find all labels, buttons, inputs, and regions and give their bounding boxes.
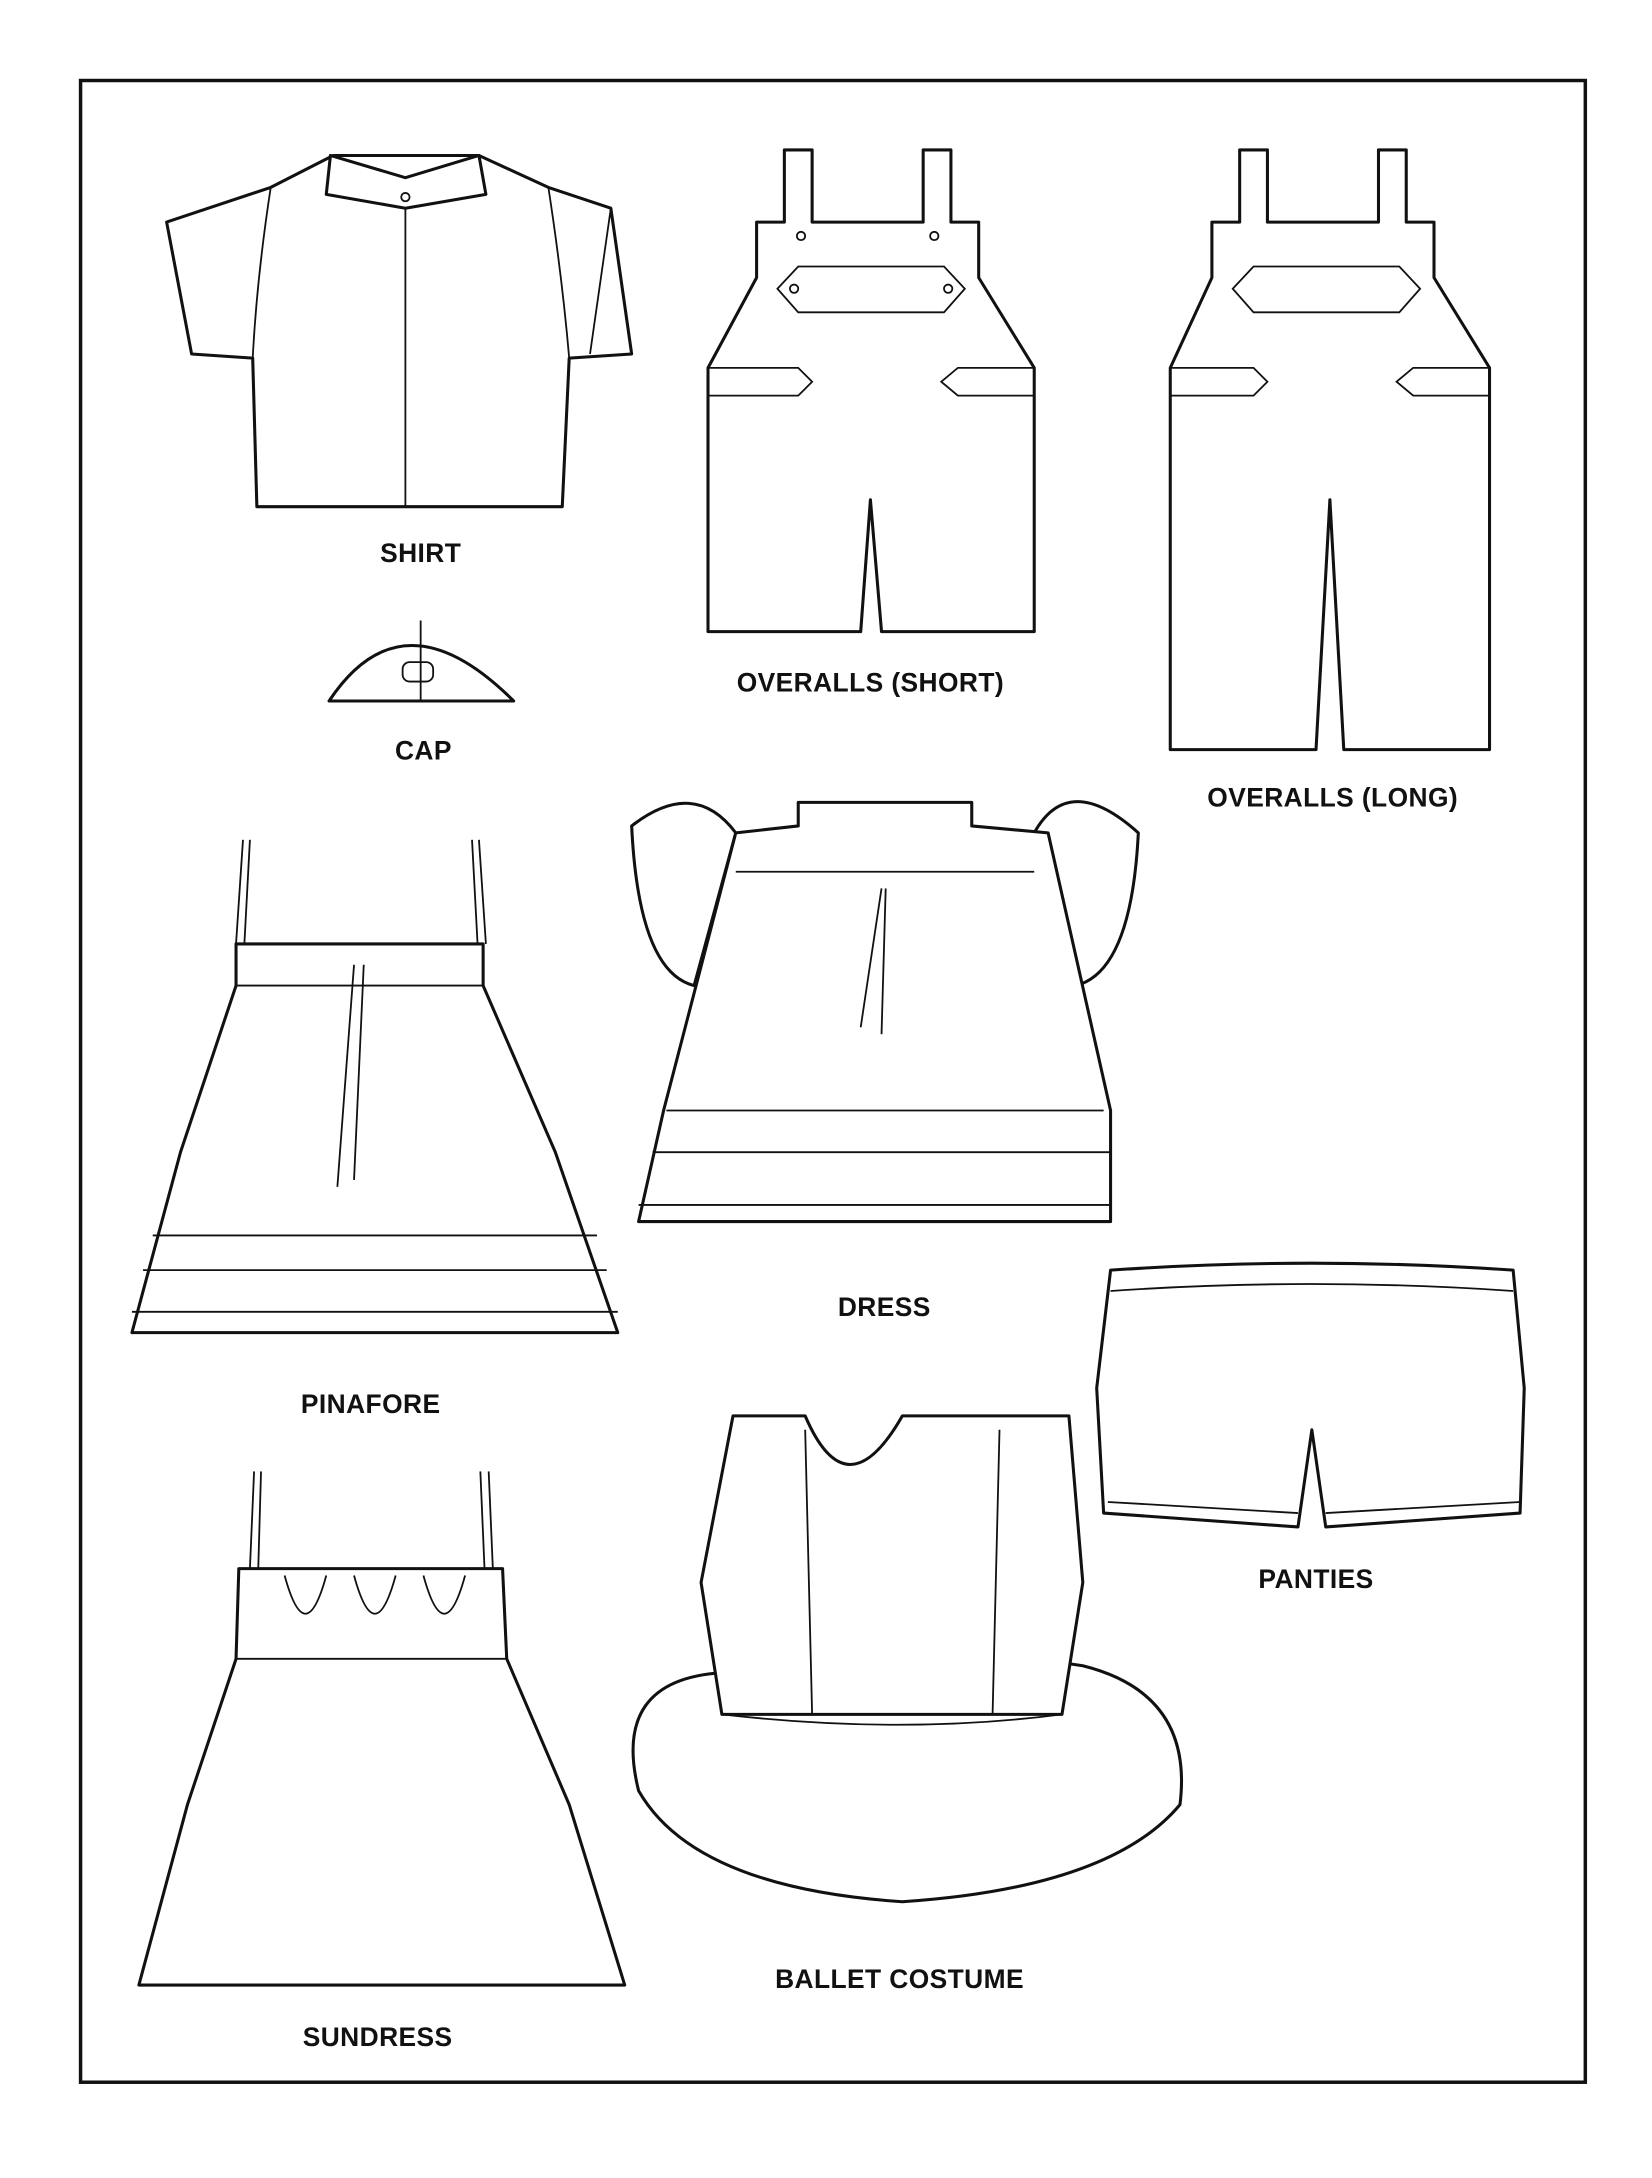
label-dress: DRESS [838, 1292, 931, 1322]
overalls-long-drawing [1168, 148, 1492, 752]
panties-drawing [1095, 1261, 1526, 1529]
label-ballet-costume: BALLET COSTUME [775, 1964, 1024, 1994]
ballet-costume-drawing [631, 1414, 1183, 1904]
page-border [78, 78, 1588, 2084]
label-overalls-long: OVERALLS (LONG) [1207, 783, 1458, 813]
label-overalls-short: OVERALLS (SHORT) [737, 667, 1004, 697]
label-panties: PANTIES [1258, 1564, 1373, 1594]
label-cap: CAP [395, 735, 452, 765]
label-sundress: SUNDRESS [303, 2022, 453, 2052]
shirt-drawing [165, 153, 634, 509]
label-pinafore: PINAFORE [301, 1389, 441, 1419]
overalls-short-drawing [706, 148, 1036, 634]
cap-drawing [327, 620, 516, 703]
pinafore-drawing [130, 839, 620, 1335]
sundress-drawing [137, 1471, 627, 1987]
dress-drawing [630, 800, 1140, 1224]
label-shirt: SHIRT [380, 538, 461, 568]
